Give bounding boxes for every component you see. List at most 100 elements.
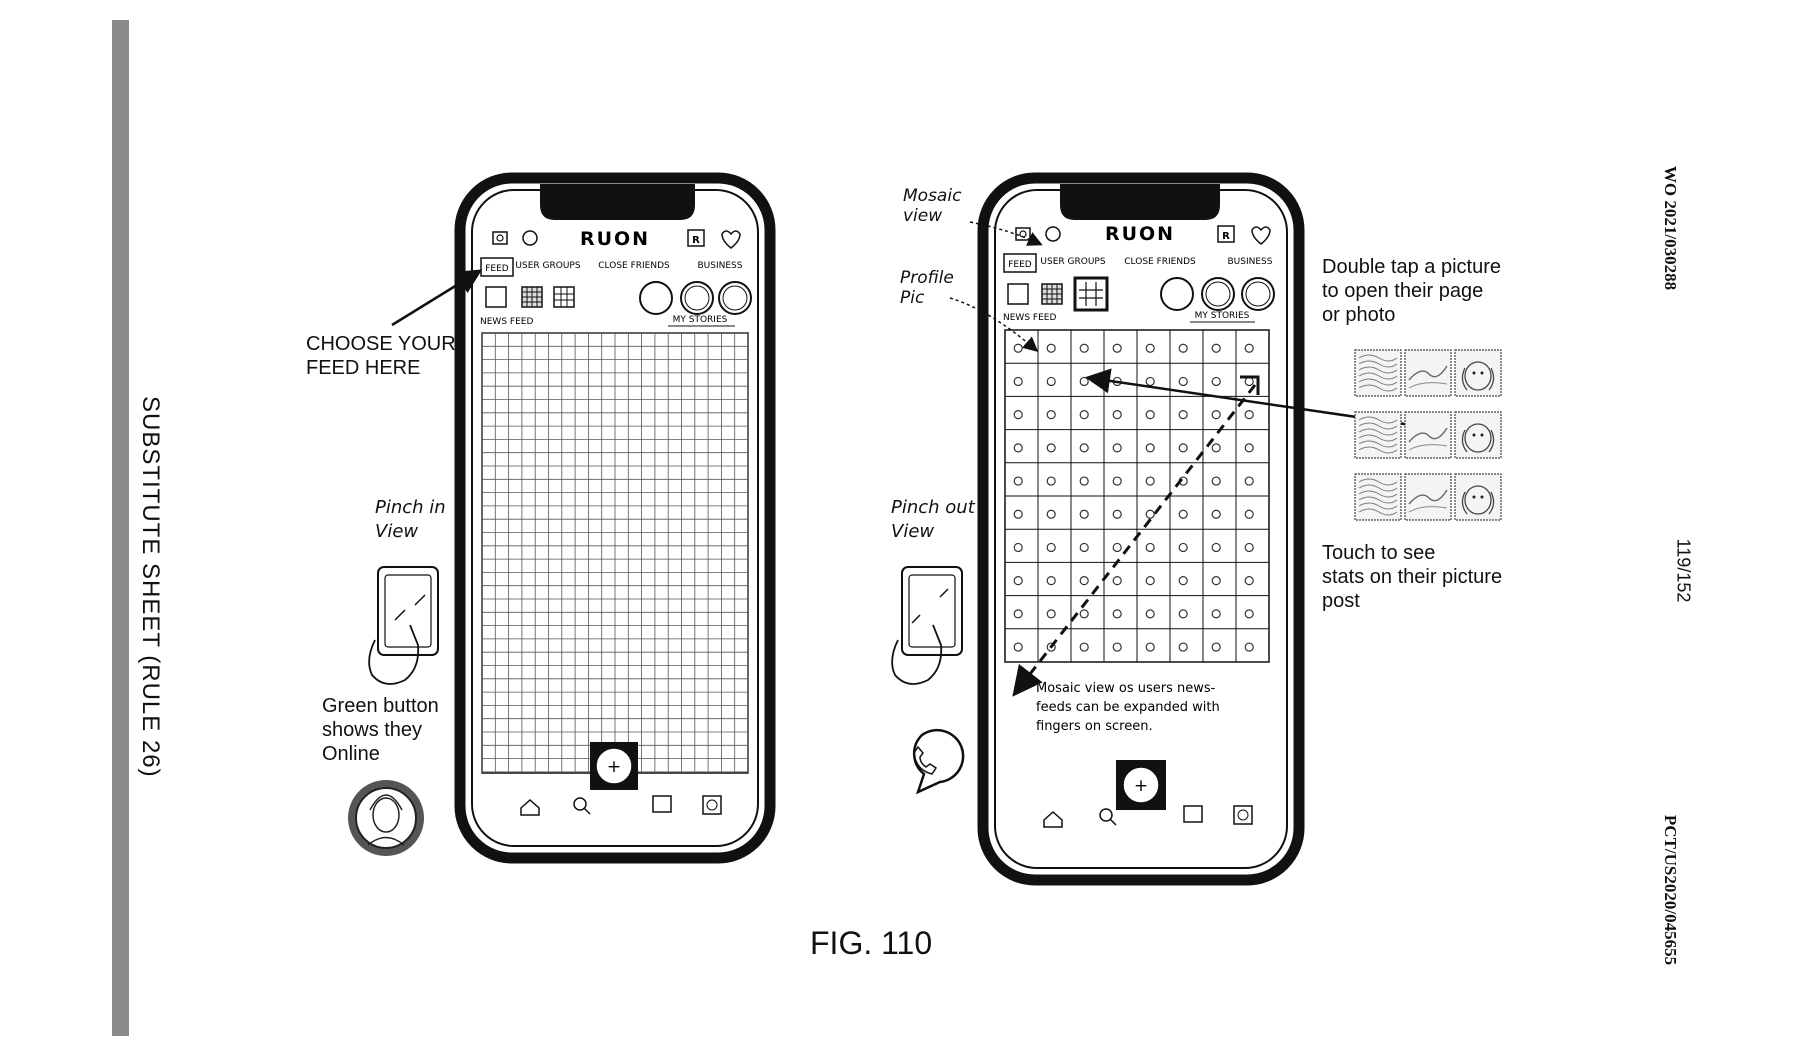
profile-pic-thumb: [1079, 443, 1089, 453]
profile-pic-thumb: [1079, 576, 1089, 586]
post-thumbnail: [1454, 473, 1502, 521]
profile-pic-thumb: [1013, 609, 1023, 619]
tab-feed-selected: [480, 257, 514, 277]
heart-icon: [721, 230, 741, 249]
home-icon: [520, 798, 540, 816]
profile-pic-thumb: [1178, 642, 1188, 652]
profile-pic-thumb: [1079, 343, 1089, 353]
profile-pic-thumb: [1244, 509, 1254, 519]
profile-pic-thumb: [1244, 642, 1254, 652]
globe-icon: [1045, 226, 1061, 242]
profile-pic-thumb: [1013, 576, 1023, 586]
post-thumbnail: [1354, 349, 1402, 397]
profile-pic-thumb: [1244, 443, 1254, 453]
profile-pic-thumb: [1211, 609, 1221, 619]
tab-user-groups: USER GROUPS: [515, 261, 580, 271]
mosaic-caption-line-3: fingers on screen.: [1036, 719, 1153, 734]
tab-business: BUSINESS: [1228, 257, 1273, 267]
chat-icon: [652, 795, 672, 813]
profile-pic-thumb: [1145, 443, 1155, 453]
profile-pic-thumb: [1178, 343, 1188, 353]
profile-pic-thumb: [1112, 476, 1122, 486]
pinch-in-gesture-icon: [368, 566, 439, 685]
profile-pic-thumb: [1079, 509, 1089, 519]
r-icon: [1217, 225, 1235, 243]
profile-pic-thumb: [1112, 609, 1122, 619]
profile-pic-thumb: [1046, 376, 1056, 387]
double-tap-annotation: Double tap a picture to open their page …: [1322, 256, 1502, 326]
story-circle: [1201, 277, 1235, 311]
grid-view-icon-selected: [1073, 276, 1109, 312]
left-phone: RUON R FEED USER GROUPS CLOSE FRIENDS BU…: [454, 172, 776, 864]
profile-pic-thumb: [1046, 509, 1056, 519]
profile-pic-thumb: [1112, 642, 1122, 652]
profile-pic-thumb: [1079, 609, 1089, 619]
profile-pic-thumb: [1178, 376, 1188, 387]
profile-pic-thumb: [1211, 542, 1221, 553]
post-thumbnail: [1354, 411, 1402, 459]
profile-pic-thumb: [1211, 476, 1221, 486]
post-thumbnail: [1404, 411, 1452, 459]
profile-pic-thumb: [1079, 642, 1089, 652]
profile-pic-thumb: [1145, 642, 1155, 652]
post-thumbnail: [1404, 473, 1452, 521]
profile-pic-thumb: [1211, 576, 1221, 586]
profile-pic-thumb: [1211, 509, 1221, 519]
choose-feed-arrow: [391, 269, 483, 327]
svg-text:R: R: [692, 235, 700, 246]
page-margin-bar: [112, 20, 129, 1036]
profile-pic-thumb: [1046, 410, 1056, 420]
tab-business: BUSINESS: [698, 261, 743, 271]
profile-pic-thumb: [1244, 343, 1254, 353]
story-circle: [718, 281, 752, 315]
profile-pic-thumb: [1013, 509, 1023, 519]
camera-icon: [492, 231, 508, 245]
plus-icon: +: [1134, 776, 1148, 796]
news-feed-label: NEWS FEED: [480, 317, 533, 327]
profile-pic-thumb: [1046, 542, 1056, 553]
mosaic-caption-line-2: feeds can be expanded with: [1036, 700, 1220, 715]
profile-icon: [702, 795, 722, 815]
grid-view-icon: [553, 286, 575, 308]
plus-icon: +: [607, 757, 621, 777]
profile-pic-thumb: [1178, 609, 1188, 619]
news-feed-label: NEWS FEED: [1003, 313, 1056, 323]
profile-pic-thumb: [1112, 410, 1122, 420]
profile-pic-thumb: [1211, 343, 1221, 353]
right-phone: RUON R FEED USER GROUPS CLOSE FRIENDS BU…: [977, 172, 1305, 886]
profile-pic-thumb: [1112, 576, 1122, 586]
figure-label: FIG. 110: [810, 925, 933, 961]
my-stories-label: MY STORIES: [1195, 311, 1250, 321]
profile-pic-thumb: [1112, 343, 1122, 353]
profile-pic-thumb: [1046, 443, 1056, 453]
profile-icon: [1233, 805, 1253, 825]
profile-pic-thumb: [1046, 476, 1056, 486]
tab-feed-selected: [1003, 253, 1037, 273]
profile-pic-thumb: [1013, 476, 1023, 486]
profile-pic-thumb: [1145, 376, 1155, 387]
profile-pic-thumb: [1244, 542, 1254, 553]
profile-pic-thumb: [1244, 410, 1254, 420]
profile-pic-annotation: Profile Pic: [900, 268, 954, 308]
green-button-annotation: Green button shows they Online: [322, 695, 439, 765]
profile-pic-thumb: [1178, 509, 1188, 519]
phone-icon: [912, 728, 965, 795]
pinch-in-annotation: Pinch in View: [375, 497, 446, 542]
profile-pic-thumb: [1178, 576, 1188, 586]
profile-pic-thumb: [1112, 542, 1122, 553]
post-thumbnail: [1454, 411, 1502, 459]
expand-arrow: [1012, 384, 1257, 697]
choose-feed-annotation: CHOOSE YOUR FEED HERE: [306, 333, 456, 379]
profile-pic-thumb: [1178, 542, 1188, 553]
profile-pic-thumb: [1178, 410, 1188, 420]
profile-pic-thumb: [1178, 443, 1188, 453]
tab-close-friends: CLOSE FRIENDS: [1124, 257, 1196, 267]
profile-pic-thumb: [1211, 410, 1221, 420]
profile-pic-thumb: [1079, 476, 1089, 486]
story-circle: [639, 281, 673, 315]
app-title: RUON: [580, 228, 650, 250]
profile-pic-thumb: [1211, 443, 1221, 453]
profile-pic-thumb: [1244, 609, 1254, 619]
single-view-icon: [1007, 283, 1029, 305]
profile-pic-thumb: [1145, 509, 1155, 519]
